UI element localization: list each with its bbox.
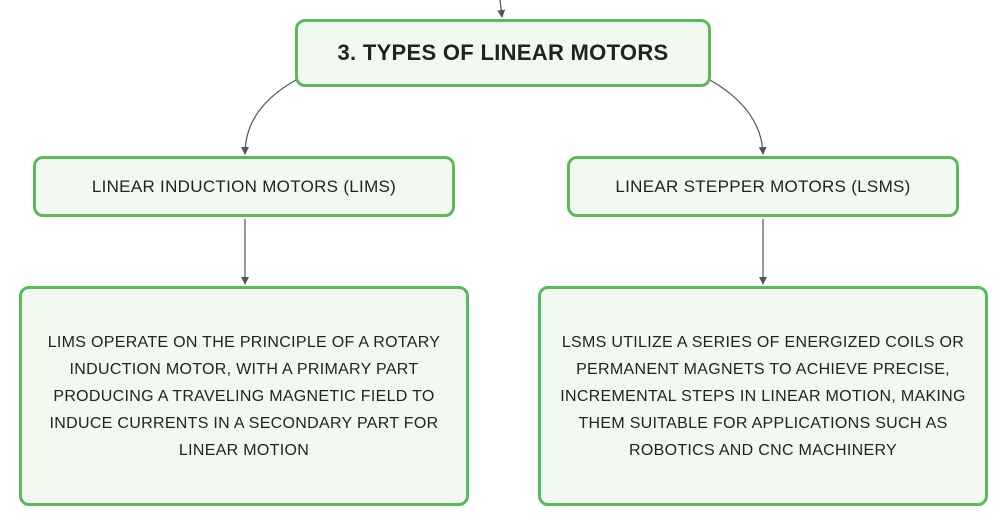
lsms-description-text: LSMS UTILIZE A SERIES OF ENERGIZED COILS…: [560, 333, 966, 459]
node-linear-stepper-motors[interactable]: LINEAR STEPPER MOTORS (LSMS): [567, 156, 959, 217]
connector-parent-to-root: [497, 0, 506, 18]
lsms-node-label: LINEAR STEPPER MOTORS (LSMS): [615, 176, 911, 196]
node-linear-induction-motors[interactable]: LINEAR INDUCTION MOTORS (LIMS): [33, 156, 455, 217]
connector-root-to-lims: [241, 79, 297, 155]
root-node-types-of-linear-motors[interactable]: 3. TYPES OF LINEAR MOTORS: [295, 19, 711, 87]
connector-root-to-lsms: [709, 79, 767, 155]
lims-node-label: LINEAR INDUCTION MOTORS (LIMS): [91, 176, 397, 196]
node-lsms-description[interactable]: LSMS UTILIZE A SERIES OF ENERGIZED COILS…: [538, 286, 988, 506]
root-node-label: 3. TYPES OF LINEAR MOTORS: [337, 40, 669, 65]
node-lims-description[interactable]: LIMS OPERATE ON THE PRINCIPLE OF A ROTAR…: [19, 286, 469, 506]
lims-description-text: LIMS OPERATE ON THE PRINCIPLE OF A ROTAR…: [47, 333, 441, 459]
